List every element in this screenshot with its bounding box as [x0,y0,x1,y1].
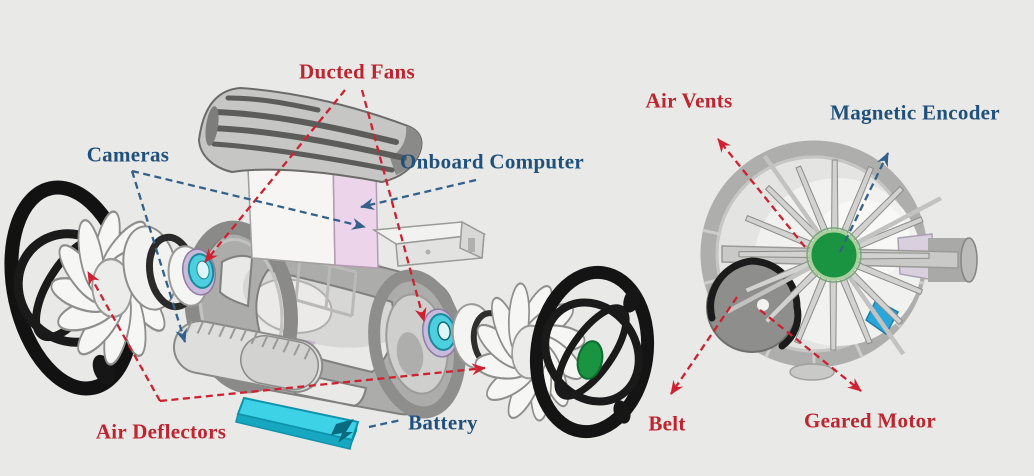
spherical-wheel-right [529,265,655,439]
ducted-fans-pointer-left [204,89,346,263]
canopy-grille [197,86,423,184]
battery-box [235,396,360,450]
label-air-vents: Air Vents [645,88,733,113]
label-geared-motor: Geared Motor [803,408,937,433]
label-magnetic-encoder: Magnetic Encoder [830,100,1000,125]
air-deflector-capsule [173,320,324,393]
belt-arc [707,257,802,350]
magnetic-encoder-pointer [838,152,890,253]
label-battery: Battery [408,410,478,435]
label-ducted-fans: Ducted Fans [299,59,415,84]
fan-blades [726,154,942,356]
wheel-front-view [700,140,978,381]
bottom-bracket [789,363,835,381]
air-vents-pointer [717,138,806,248]
wheel-hub-green [808,229,860,281]
onboard-computer-pointer [360,178,477,210]
hub-motor-right [421,308,459,358]
cameras-pointer-down [130,170,187,343]
battery-glyph [331,419,354,443]
battery-pointer [368,418,402,429]
camera-arm [371,220,487,267]
label-air-deflectors: Air Deflectors [95,419,227,444]
chassis-ring-left [184,220,298,394]
air-deflectors-pointer-right [159,363,486,403]
exploded-view [4,86,890,450]
motor-shaft-dot [757,299,769,311]
label-belt: Belt [648,411,686,436]
geared-motor-pointer [759,309,862,392]
pointer-lines [86,89,890,429]
ducted-fans-pointer-right [360,89,427,322]
camera-arm-slot [468,238,475,252]
cameras-pointer-right [131,169,366,230]
belt-pointer [670,296,738,395]
label-onboard-computer: Onboard Computer [400,149,584,174]
long-support-rods [726,154,942,356]
air-deflectors-pointer-left [86,271,162,402]
label-cameras: Cameras [86,142,170,167]
wheel-hub-green-right [576,340,604,380]
